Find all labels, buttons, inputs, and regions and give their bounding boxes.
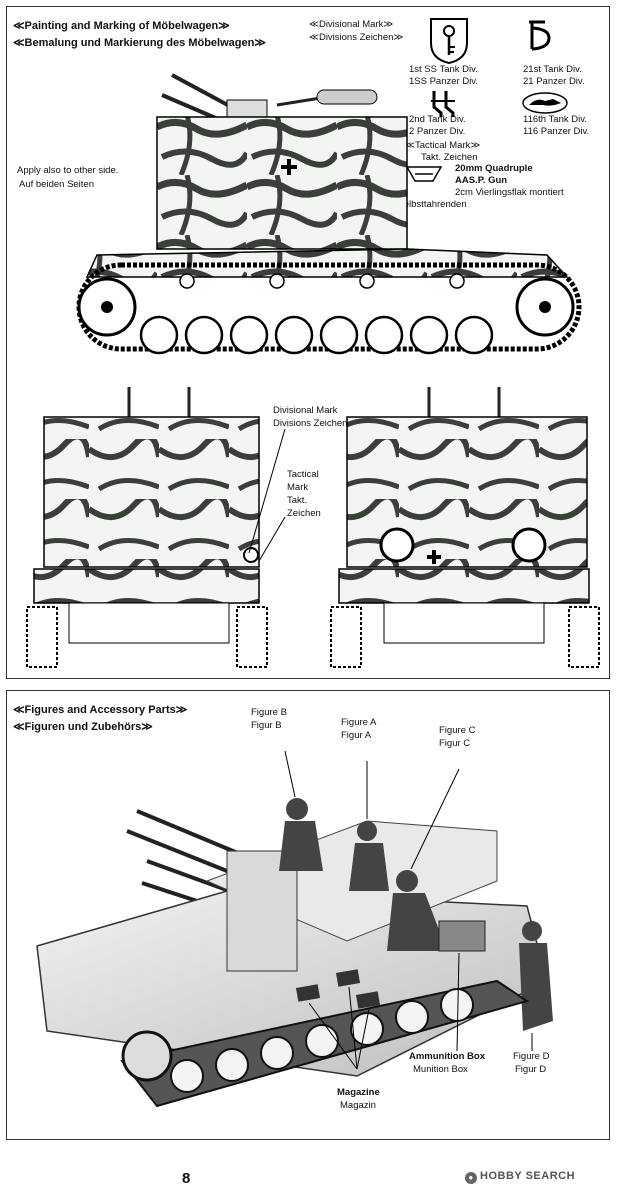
figures-panel: ≪Figures and Accessory Parts≫ ≪Figuren u…: [6, 690, 610, 1140]
vehicle-photo: [36, 750, 553, 1108]
hobby-search-watermark: ●HOBBY SEARCH: [465, 1170, 575, 1184]
logo-icon: ●: [465, 1172, 477, 1184]
divisional-mark-title-de: ≪Divisions Zeichen≫: [309, 32, 404, 43]
div-mark-4-de: 116 Panzer Div.: [523, 126, 590, 137]
div-mark-2-de: 21 Panzer Div.: [523, 76, 585, 87]
apply-note-en: Apply also to other side.: [17, 165, 119, 176]
ammo-box-label-en: Ammunition Box: [409, 1051, 485, 1062]
116th-div-emblem-icon: [522, 92, 568, 114]
rear-tac-mark-en-1: Tactical: [287, 469, 319, 480]
rear-div-mark-en: Divisional Mark: [273, 405, 338, 416]
gun-label-de-1: 2cm Vierlingsflak montiert: [455, 187, 564, 198]
figure-d-label-de: Figur D: [515, 1064, 547, 1075]
tactical-mark-icon: [405, 166, 443, 182]
painting-title-en: ≪Painting and Marking of Möbelwagen≫: [13, 20, 230, 32]
apply-note-de: Auf beiden Seiten: [19, 179, 95, 190]
figures-title-en: ≪Figures and Accessory Parts≫: [13, 704, 188, 716]
ammo-box-label-de: Munition Box: [413, 1064, 468, 1075]
21st-div-emblem-icon: [529, 20, 551, 51]
side-view-drawing: [76, 73, 582, 355]
rear-view-right-drawing: [330, 387, 600, 668]
page-number: 8: [182, 1170, 191, 1187]
figures-title-de: ≪Figuren und Zubehörs≫: [13, 721, 153, 733]
div-mark-3-en: 2nd Tank Div.: [409, 114, 466, 125]
tactical-mark-title-en: ≪Tactical Mark≫: [405, 140, 481, 151]
rear-tac-mark-en-2: Mark: [287, 482, 309, 493]
2nd-div-emblem-icon: [431, 91, 455, 117]
rear-leader-lines: [248, 428, 286, 562]
tactical-mark-title-de: Takt. Zeichen: [421, 152, 478, 163]
figure-c-label-de: Figur C: [439, 738, 471, 749]
div-mark-3-de: 2 Panzer Div.: [409, 126, 466, 137]
gun-label-de-2: selbsttahrenden: [399, 199, 467, 210]
magazine-label-en: Magazine: [337, 1087, 380, 1098]
figure-a-label-en: Figure A: [341, 717, 377, 728]
div-mark-1-de: 1SS Panzer Div.: [409, 76, 478, 87]
rear-tac-mark-de-2: Zeichen: [287, 508, 321, 519]
div-mark-1-en: 1st SS Tank Div.: [409, 64, 478, 75]
figure-a-label-de: Figur A: [341, 730, 372, 741]
figure-b-label-de: Figur B: [251, 720, 282, 731]
rear-tac-mark-de-1: Takt.: [287, 495, 308, 506]
figure-c-label-en: Figure C: [439, 725, 476, 736]
magazine-label-de: Magazin: [340, 1100, 376, 1111]
painting-marking-panel: ≪Painting and Marking of Möbelwagen≫ ≪Be…: [6, 6, 610, 679]
div-mark-2-en: 21st Tank Div.: [523, 64, 582, 75]
divisional-mark-title-en: ≪Divisional Mark≫: [309, 19, 394, 30]
ss-key-emblem-icon: [430, 18, 468, 65]
gun-label-en-1: 20mm Quadruple: [455, 163, 533, 174]
gun-label-en-2: AAS.P. Gun: [455, 175, 508, 186]
figure-d-label-en: Figure D: [513, 1051, 550, 1062]
figure-b-label-en: Figure B: [251, 707, 287, 718]
painting-title-de: ≪Bemalung und Markierung des Möbelwagen≫: [13, 37, 266, 49]
rear-div-mark-de: Divisions Zeichen: [273, 418, 348, 429]
rear-view-left-drawing: [26, 387, 268, 668]
div-mark-4-en: 116th Tank Div.: [523, 114, 587, 125]
